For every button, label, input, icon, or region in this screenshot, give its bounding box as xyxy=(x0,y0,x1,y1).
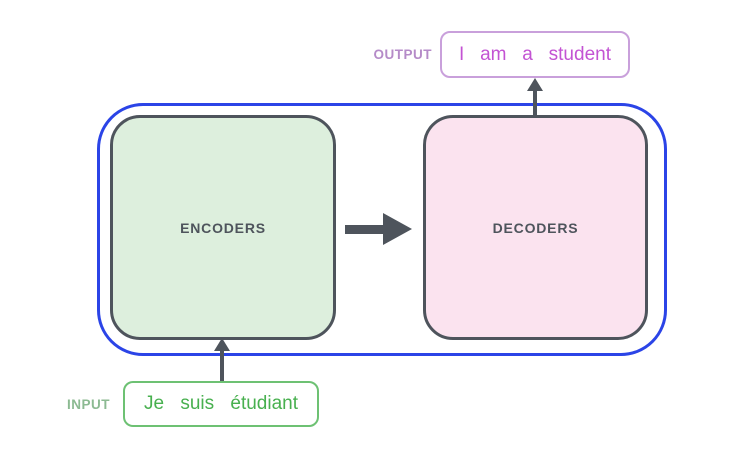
input-token: suis xyxy=(180,393,215,414)
output-token: student xyxy=(548,43,611,65)
input-token: étudiant xyxy=(230,393,298,414)
output-sentence-box: I am a student xyxy=(440,31,630,78)
encoders-block-label: ENCODERS xyxy=(180,219,266,236)
encoders-to-decoders-arrow xyxy=(345,225,384,234)
output-token: I xyxy=(459,43,465,65)
input-label: INPUT xyxy=(67,396,110,412)
encoders-to-decoders-arrowhead-icon xyxy=(383,213,412,245)
output-token: am xyxy=(480,43,507,65)
decoders-to-output-arrowhead-icon xyxy=(527,78,543,91)
output-label: OUTPUT xyxy=(373,47,432,62)
decoders-block: DECODERS xyxy=(423,115,648,340)
input-to-encoders-arrowhead-icon xyxy=(214,338,230,351)
output-token: a xyxy=(522,43,533,65)
model-container-outline xyxy=(97,103,667,356)
decoders-block-label: DECODERS xyxy=(492,219,579,236)
input-sentence-box: Je suis étudiant xyxy=(123,381,319,427)
decoders-to-output-arrow xyxy=(533,87,537,118)
input-token: Je xyxy=(144,393,165,414)
input-to-encoders-arrow xyxy=(220,349,224,382)
encoders-block: ENCODERS xyxy=(110,115,336,340)
